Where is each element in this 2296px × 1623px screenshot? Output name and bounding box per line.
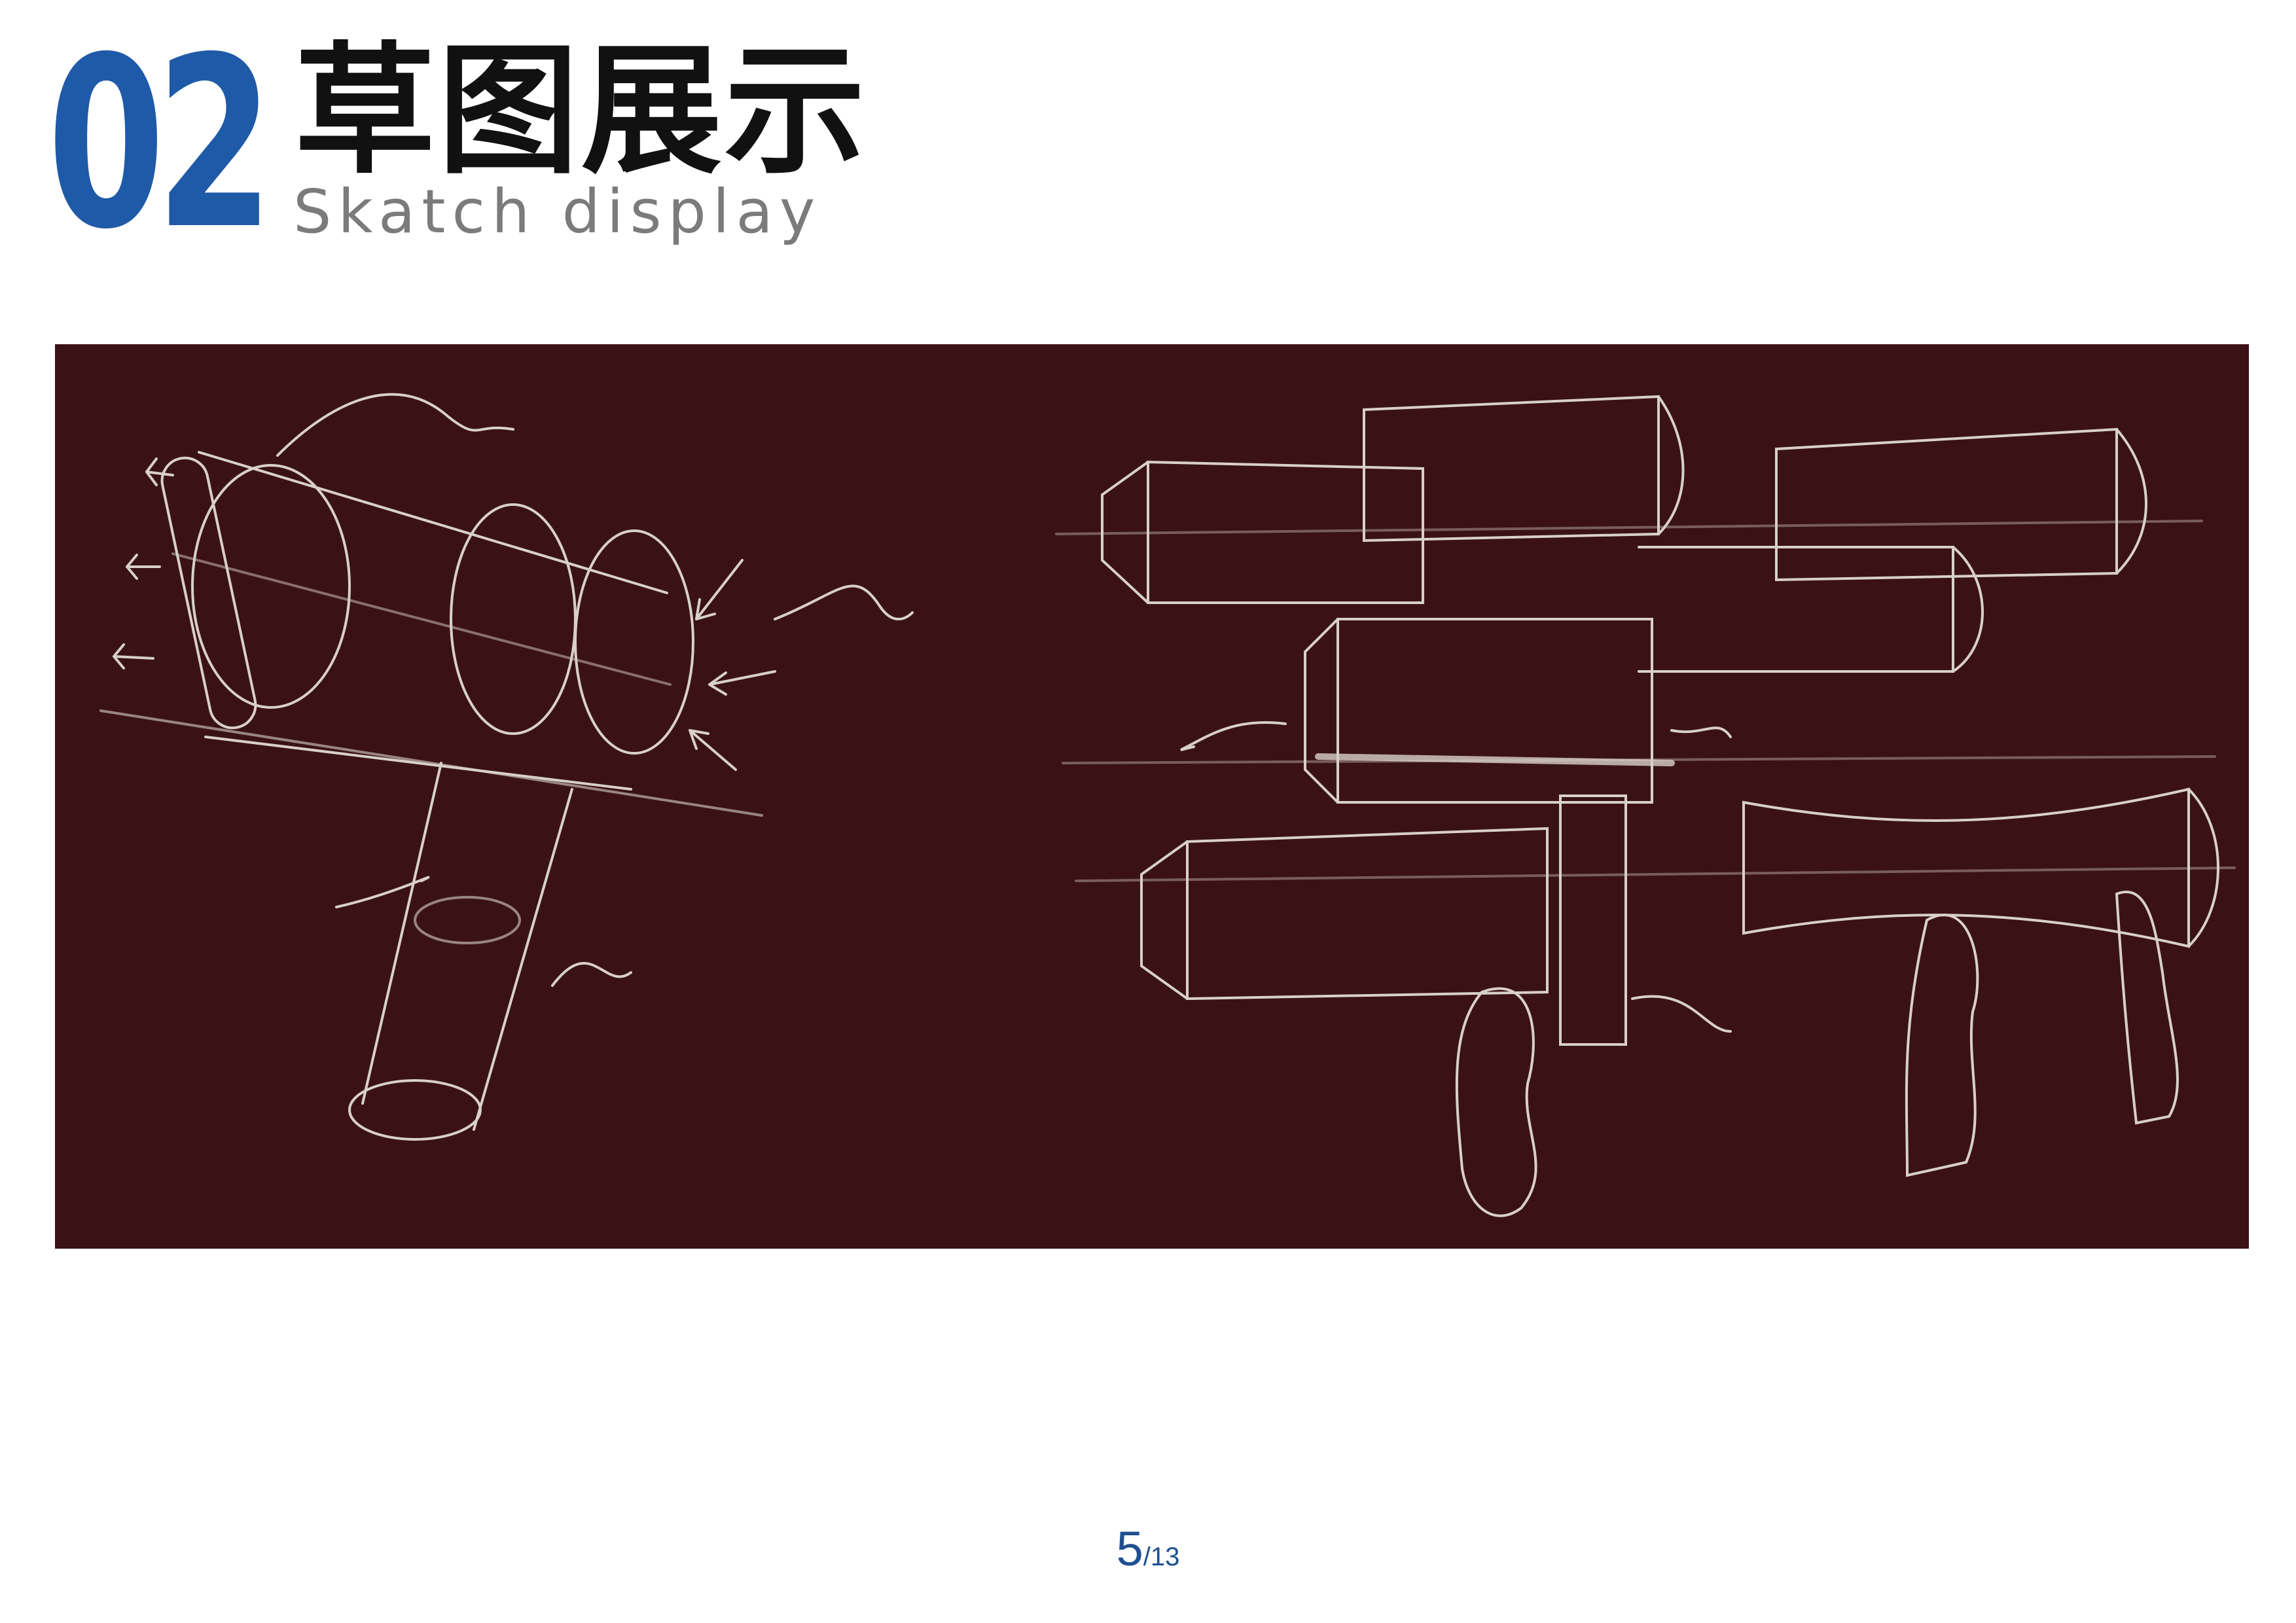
- pagination: 5/13: [0, 1525, 2296, 1573]
- sketch-left-dryer: [99, 393, 914, 1141]
- section-number: 02: [47, 7, 274, 281]
- page-subtitle: Skatch display: [293, 177, 822, 247]
- page-title: 草图展示: [295, 29, 868, 193]
- page-current: 5: [1116, 1522, 1143, 1576]
- sketch-right-dryers: [1055, 395, 2236, 1217]
- sketch-drawing: [99, 393, 2236, 1217]
- sketch-board: [55, 344, 2249, 1249]
- page-total: /13: [1143, 1543, 1180, 1571]
